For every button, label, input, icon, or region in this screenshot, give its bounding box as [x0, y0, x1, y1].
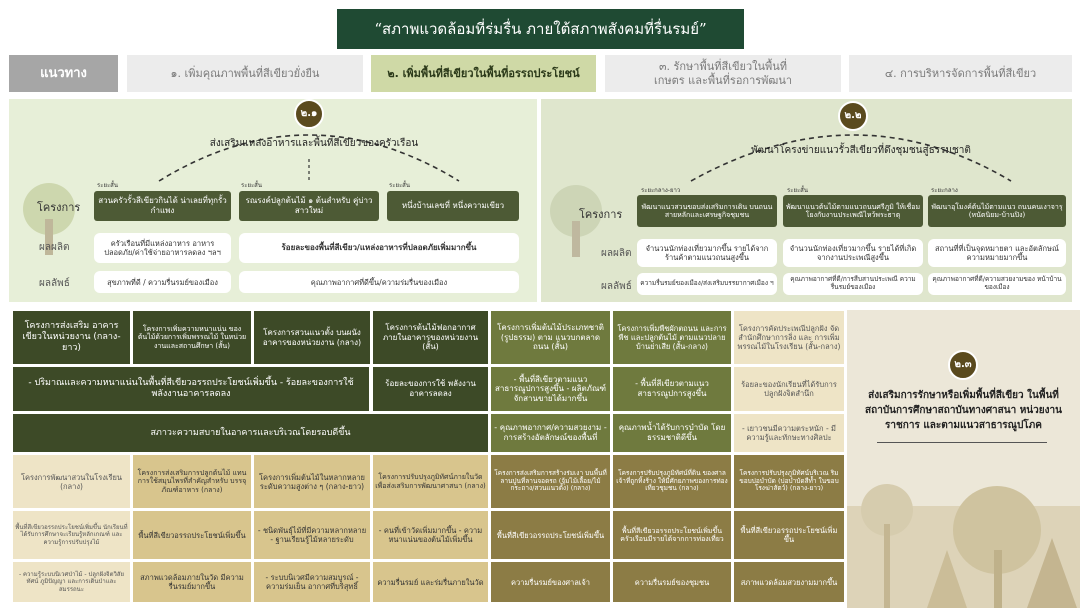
project-card[interactable]: หนึ่งบ้านเลขที่ หนึ่งความเขียว — [387, 191, 519, 221]
grid-output: - พื้นที่สีเขียวตามแนว สาธารณูปการสูงขึ้… — [613, 367, 731, 411]
output-card: จำนวนนักท่องเที่ยวมากขึ้น รายได้ที่เกิดจ… — [783, 239, 923, 267]
grid-output: ร้อยละของการใช้ พลังงานอาคารลดลง — [373, 367, 488, 411]
grid-outcome: คุณภาพน้ำได้รับการบำบัด โดยธรรมชาติดีขึ้… — [613, 414, 731, 452]
project-card[interactable]: พัฒนาอุโมงค์ต้นไม้ตามแนว ถนนคนเงาจารุ (ห… — [928, 195, 1066, 227]
panel-2-3: ๒.๓ ส่งเสริมการรักษาหรือเพิ่มพื้นที่สีเข… — [847, 310, 1080, 608]
project-card[interactable]: พัฒนาแนวสวนขอบส่งเสริมการเดิน บนถนนสายหล… — [637, 195, 777, 227]
grid-project[interactable]: โครงการปรับปรุงภูมิทัศน์ภายในวัด เพื่อส่… — [373, 455, 488, 508]
term-tag: ระยะกลาง-ยาว — [641, 187, 681, 194]
temple-trees-illustration — [847, 484, 1080, 608]
connector-arc — [550, 134, 1012, 257]
project-card[interactable]: พัฒนาแนวต้นไม้ตามแนวถนนศรีภูมิ ให้เชื่อม… — [783, 195, 923, 227]
grid-project[interactable]: โครงการเพิ่มพืชผักตถนน และการพืช และปลูก… — [613, 311, 731, 364]
row-label-project: โครงการ — [37, 201, 81, 214]
grid-project[interactable]: โครงการคัดประเพณีปลูกฝัง จัดสำนักศึกษากา… — [734, 311, 844, 364]
grid-project[interactable]: โครงการต้นไม้ฟอกอากาศ ภายในอาคารของหน่วย… — [373, 311, 488, 364]
outcome-card: คุณภาพอากาศที่ดี/การสืบสานประเพณี ความรื… — [783, 273, 923, 295]
grid-outcome: - ระบบนิเวศมีความสมบูรณ์ - ความร่มเย็น อ… — [254, 562, 370, 602]
output-card: ครัวเรือนที่มีแหล่งอาหาร อาหารปลอดภัย/ค่… — [94, 233, 231, 263]
grid-output: พื้นที่สีเขียวอรรถประโยชน์เพิ่มขึ้น นักเ… — [13, 511, 130, 559]
grid-output: พื้นที่สีเขียวอรรถประโยชน์เพิ่มขึ้น — [133, 511, 251, 559]
outcome-card: คุณภาพอากาศที่ดีขึ้น/ความร่มรื่นของเมือง — [239, 271, 519, 293]
tab-1[interactable]: ๑. เพิ่มคุณภาพพื้นที่สีเขียวยั่งยืน — [127, 55, 363, 92]
row-label-output: ผลผลิต — [601, 248, 632, 259]
grid-outcome: สภาพแวดล้อมภายในวัด มีความรื่นรมย์มากขึ้… — [133, 562, 251, 602]
grid-output: พื้นที่สีเขียวอรรถประโยชน์เพิ่มขึ้น ครัว… — [613, 511, 731, 559]
grid-outcome: ความรื่นรมย์ของศาลเจ้า — [491, 562, 610, 602]
output-card: สถานที่ที่เป็นจุดหมายตา และอัตลักษณ์ความ… — [928, 239, 1066, 267]
row-label-output: ผลผลิต — [39, 242, 70, 253]
grid-outcome: ความรื่นรมย์ของชุมชน — [613, 562, 731, 602]
tab-3[interactable]: ๓. รักษาพื้นที่สีเขียวในพื้นที่เกษตร และ… — [605, 55, 841, 92]
grid-project[interactable]: โครงการเพิ่มต้นไม้ประเภทชาติ (รูปธรรม) ต… — [491, 311, 610, 364]
grid-outcome: - คุณภาพอากาศ/ความสวยงาม - การสร้างอัตลั… — [491, 414, 610, 452]
grid-output: - พื้นที่สีเขียวตามแนว สาธารณูปการสูงขึ้… — [491, 367, 610, 411]
grid-outcome: ความรื่นรมย์ และร่มรื่นภายในวัด — [373, 562, 488, 602]
term-tag: ระยะสั้น — [787, 187, 808, 194]
badge-2-3: ๒.๓ — [948, 350, 978, 380]
grid-project[interactable]: โครงการพัฒนาสวนในโรงเรียน (กลาง) — [13, 455, 130, 508]
grid-project[interactable]: โครงการปรับปรุงภูมิทัศน์บริเวณ ริมขอบบ่อ… — [734, 455, 844, 508]
tab-2[interactable]: ๒. เพิ่มพื้นที่สีเขียวในพื้นที่อรรถประโย… — [371, 55, 596, 92]
term-tag: ระยะสั้น — [389, 182, 410, 189]
panel-2-2: ๒.๒ พัฒนาโครงข่ายแนวรั้วสีเขียวที่ดึงชุม… — [541, 99, 1072, 302]
headline-2-2: พัฒนาโครงข่ายแนวรั้วสีเขียวที่ดึงชุมชนสู… — [751, 145, 971, 156]
grid-outcome: สภาวะความสบายในอาคารและบริเวณโดยรอบดีขึ้… — [13, 414, 488, 452]
project-card[interactable]: สวนครัวรั้วสีเขียวกินได้ น่าเลยที่ทุกรั้… — [94, 191, 231, 221]
badge-2-2: ๒.๒ — [838, 101, 868, 131]
grid-outcome: - ความรู้ระบบนิเวศป่าไม้ - ปลูกฝังจิตวิส… — [13, 562, 130, 602]
row-label-outcome: ผลลัพธ์ — [601, 281, 632, 292]
grid-output: - ชนิดพันธุ์ไม้ที่มีความหลากหลาย - ฐานเร… — [254, 511, 370, 559]
connector-arc — [23, 134, 460, 255]
grid-project[interactable]: โครงการส่งเสริมการสร้างร่มเงา บนพื้นที่ล… — [491, 455, 610, 508]
grid-output: - คนที่เข้าวัดเพิ่มมากขึ้น - ความหนาแน่น… — [373, 511, 488, 559]
grid-project[interactable]: โครงการส่งเสริมการปลูกต้นไม้ แทนการใช้สม… — [133, 455, 251, 508]
term-tag: ระยะสั้น — [241, 182, 262, 189]
headline-2-1: ส่งเสริมแหล่งอาหารและพื้นที่สีเขียวของคร… — [209, 138, 419, 149]
grid-output: พื้นที่สีเขียวอรรถประโยชน์เพิ่มขึ้น — [734, 511, 844, 559]
page-title: “สภาพแวดล้อมที่ร่มรื่น ภายใต้สภาพสังคมที… — [337, 9, 744, 49]
output-card: จำนวนนักท่องเที่ยวมากขึ้น รายได้จากร้านค… — [637, 239, 777, 267]
badge-2-1: ๒.๑ — [294, 99, 324, 129]
output-card: ร้อยละของพื้นที่สีเขียว/แหล่งอาหารที่ปลอ… — [239, 233, 519, 263]
grid-project[interactable]: โครงการสวนแนวตั้ง บนผนังอาคารของหน่วยงาน… — [254, 311, 370, 364]
outcome-card: ความรื่นรมย์ของเมือง/ส่งเสริมบรรยากาศเมื… — [637, 273, 777, 295]
grid-output: - ปริมาณและความหนาแน่นในพื้นที่สีเขียวอร… — [13, 367, 369, 411]
project-card[interactable]: รณรงค์ปลูกต้นไม้ ๑ ต้นสำหรับ คู่บ่าวสาวใ… — [239, 191, 379, 221]
grid-project[interactable]: โครงการเพิ่มความหนาแน่น ของต้นไม้ด้วยการ… — [133, 311, 251, 364]
row-label-project: โครงการ — [579, 208, 623, 221]
grid-project[interactable]: โครงการส่งเสริม อาคารเขียวในหน่วยงาน (กล… — [13, 311, 130, 364]
grid-project[interactable]: โครงการปรับปรุงภูมิทัศน์ที่ดิน ของศาลเจ้… — [613, 455, 731, 508]
grid-output: ร้อยละของนักเรียนที่ได้รับการ ปลูกฝังจิต… — [734, 367, 844, 411]
grid-outcome: - เยาวชนมีความตระหนัก - มีความรู้และทักษ… — [734, 414, 844, 452]
tab-4[interactable]: ๔. การบริหารจัดการพื้นที่สีเขียว — [849, 55, 1072, 92]
grid-project[interactable]: โครงการเพิ่มต้นไม้ในหลากหลาย ระดับความสู… — [254, 455, 370, 508]
outcome-card: สุขภาพที่ดี / ความรื่นรมย์ของเมือง — [94, 271, 231, 293]
tab-guide[interactable]: แนวทาง — [9, 55, 118, 92]
panel-2-1: ๒.๑ ส่งเสริมแหล่งอาหารและพื้นที่สีเขียวข… — [9, 99, 537, 302]
grid-output: พื้นที่สีเขียวอรรถประโยชน์เพิ่มขึ้น — [491, 511, 610, 559]
grid-outcome: สภาพแวดล้อมสวยงามมากขึ้น — [734, 562, 844, 602]
term-tag: ระยะสั้น — [97, 182, 118, 189]
row-label-outcome: ผลลัพธ์ — [39, 278, 70, 289]
outcome-card: คุณภาพอากาศที่ดี/ความสวยงามของ หน้าบ้านข… — [928, 273, 1066, 295]
term-tag: ระยะกลาง — [931, 187, 958, 194]
divider — [877, 442, 1047, 443]
headline-2-3: ส่งเสริมการรักษาหรือเพิ่มพื้นที่สีเขียว … — [865, 389, 1062, 431]
